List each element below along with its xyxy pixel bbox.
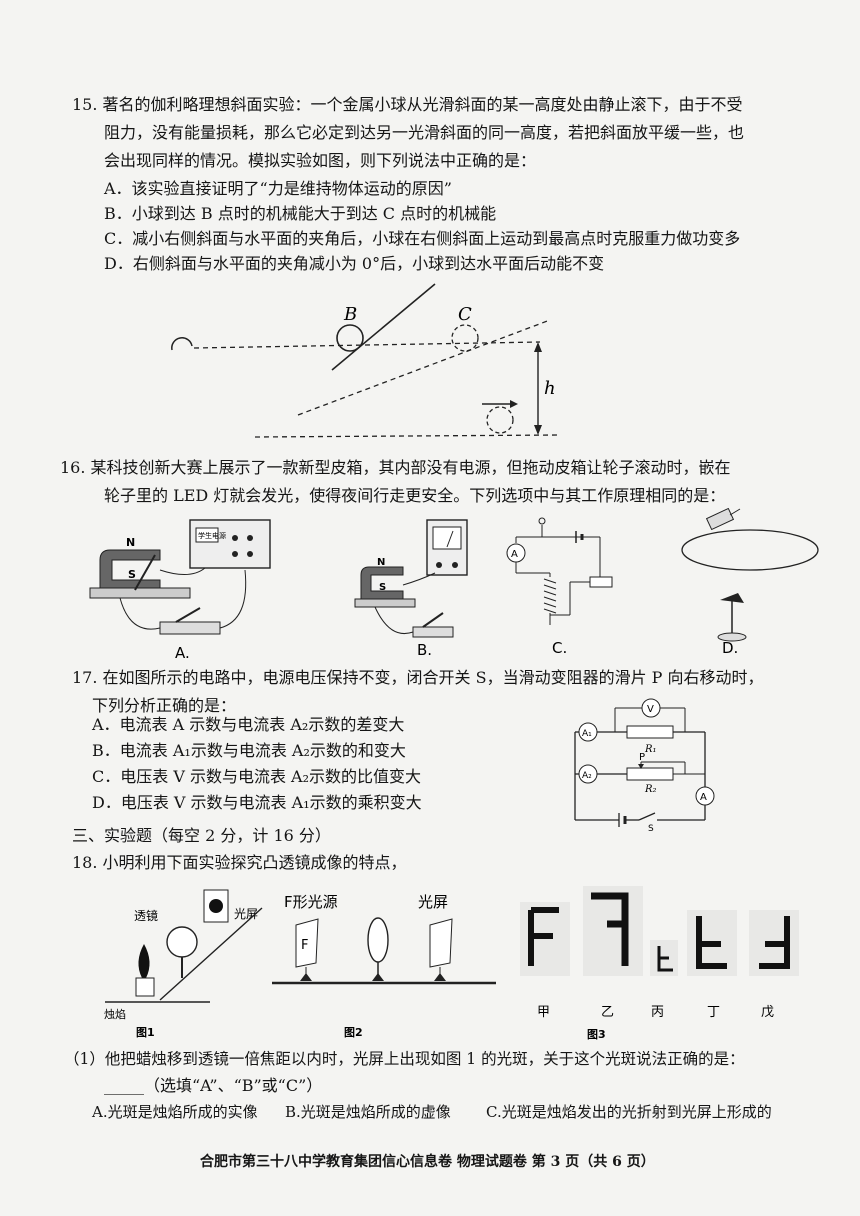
q15-stem-line1: 15. 著名的伽利略理想斜面实验：一个金属小球从光滑斜面的某一高度处由静止滚下，… — [72, 95, 743, 114]
q18-fig2-screen-label: 光屏 — [418, 893, 448, 911]
q18-fig1-lens-label: 透镜 — [134, 908, 158, 923]
q17-r2-label: R₂ — [644, 784, 657, 795]
q17-a-label: A — [700, 792, 707, 803]
q16-a-device-text: 学生电源 — [198, 531, 226, 540]
q18-fig1-caption: 图1 — [136, 1026, 155, 1039]
q16-a-magnet-n: N — [126, 536, 135, 549]
q17-s-label: S — [648, 824, 654, 834]
q17-stem-line1: 17. 在如图所示的电路中，电源电压保持不变，闭合开关 S，当滑动变阻器的滑片 … — [72, 668, 764, 687]
q16-figure-d: D. — [681, 507, 819, 657]
q16-a-magnet-s: S — [128, 568, 136, 581]
section3-heading: 三、实验题（每空 2 分，计 16 分） — [72, 826, 331, 845]
q18-figure-2: F形光源 光屏 F 图2 — [272, 893, 496, 1039]
q18-fig3-name-1: 甲 — [537, 1005, 550, 1020]
q15-option-b: B．小球到达 B 点时的机械能大于到达 C 点时的机械能 — [104, 204, 497, 223]
q16-figure-a: N S 学生电源 A. — [89, 519, 271, 662]
q15-label-b: B — [343, 304, 357, 325]
page-footer: 合肥市第三十八中学教育集团信心信息卷 物理试题卷 第 3 页（共 6 页） — [200, 1154, 655, 1170]
q15-option-c: C．减小右侧斜面与水平面的夹角后，小球在右侧斜面上运动到最高点时克服重力做功变多 — [104, 229, 741, 248]
q18-choice-a: A.光斑是烛焰所成的实像 — [92, 1103, 258, 1121]
q18-fig2-source-label: F形光源 — [284, 893, 338, 911]
q15-label-h: h — [544, 378, 556, 399]
q16-stem-line1: 16. 某科技创新大赛上展示了一款新型皮箱，其内部没有电源，但拖动皮箱让轮子滚动… — [60, 458, 731, 477]
q15-option-d: D．右侧斜面与水平面的夹角减小为 0°后，小球到达水平面后动能不变 — [104, 254, 605, 273]
q18-part1-line2: _____（选填“A”、“B”或“C”） — [104, 1076, 323, 1095]
q15-label-c: C — [458, 304, 472, 325]
q16-c-ammeter: A — [511, 549, 518, 560]
q18-fig3-name-4: 丁 — [707, 1005, 720, 1020]
q16-stem-line2: 轮子里的 LED 灯就会发光，使得夜间行走更安全。下列选项中与其工作原理相同的是… — [104, 486, 726, 505]
q17-option-d: D．电压表 V 示数与电流表 A₁示数的乘积变大 — [92, 793, 422, 812]
q17-r1-label: R₁ — [644, 744, 657, 755]
q18-fig2-f-letter: F — [301, 938, 308, 953]
q18-fig3-name-5: 戊 — [761, 1005, 774, 1020]
q15-stem-line3: 会出现同样的情况。模拟实验如图，则下列说法中正确的是： — [104, 151, 537, 170]
q16-figure-b: N S B. — [354, 519, 468, 659]
q18-figure-1: 透镜 光屏 烛焰 图1 — [104, 889, 263, 1039]
q16-label-d: D. — [722, 639, 738, 657]
q18-fig3-name-2: 乙 — [601, 1005, 614, 1020]
q18-fig3-name-3: 丙 — [651, 1005, 664, 1020]
q18-part1-line1: （1）他把蜡烛移到透镜一倍焦距以内时，光屏上出现如图 1 的光斑，关于这个光斑说… — [64, 1050, 745, 1068]
q16-b-magnet-s: S — [379, 582, 386, 593]
q17-a2-label: A₂ — [582, 771, 592, 781]
q17-circuit-diagram: A₁ R₁ V A₂ R₂ P A S — [574, 698, 715, 834]
q18-stem: 18. 小明利用下面实验探究凸透镜成像的特点， — [72, 853, 407, 872]
q15-stem-line2: 阻力，没有能量损耗，那么它必定到达另一光滑斜面的同一高度，若把斜面放平缓一些，也 — [104, 123, 745, 142]
q17-v-label: V — [647, 704, 654, 715]
q15-option-a: A．该实验直接证明了“力是维持物体运动的原因” — [104, 179, 452, 198]
q16-label-b: B. — [417, 641, 432, 659]
q17-option-a: A．电流表 A 示数与电流表 A₂示数的差变大 — [92, 715, 405, 734]
q17-p-label: P — [639, 752, 645, 763]
q17-option-b: B．电流表 A₁示数与电流表 A₂示数的和变大 — [92, 741, 406, 760]
q16-label-a: A. — [175, 644, 190, 662]
q16-b-magnet-n: N — [377, 557, 385, 568]
q18-fig3-caption: 图3 — [587, 1028, 606, 1041]
q18-figure-3: 甲 乙 丙 丁 戊 图3 — [520, 886, 799, 1041]
q17-stem-line2: 下列分析正确的是： — [92, 696, 237, 715]
q16-figure-c: A C. — [506, 517, 613, 657]
q16-label-c: C. — [552, 639, 567, 657]
q18-fig1-candle-label: 烛焰 — [104, 1007, 126, 1021]
q15-incline-figure: B C h — [171, 283, 561, 438]
q18-choice-b: B.光斑是烛焰所成的虚像 — [285, 1103, 451, 1121]
q17-option-c: C．电压表 V 示数与电流表 A₂示数的比值变大 — [92, 767, 422, 786]
q17-a1-label: A₁ — [582, 729, 592, 739]
q18-fig2-caption: 图2 — [344, 1026, 363, 1039]
q18-choice-c: C.光斑是烛焰发出的光折射到光屏上形成的 — [486, 1103, 772, 1121]
